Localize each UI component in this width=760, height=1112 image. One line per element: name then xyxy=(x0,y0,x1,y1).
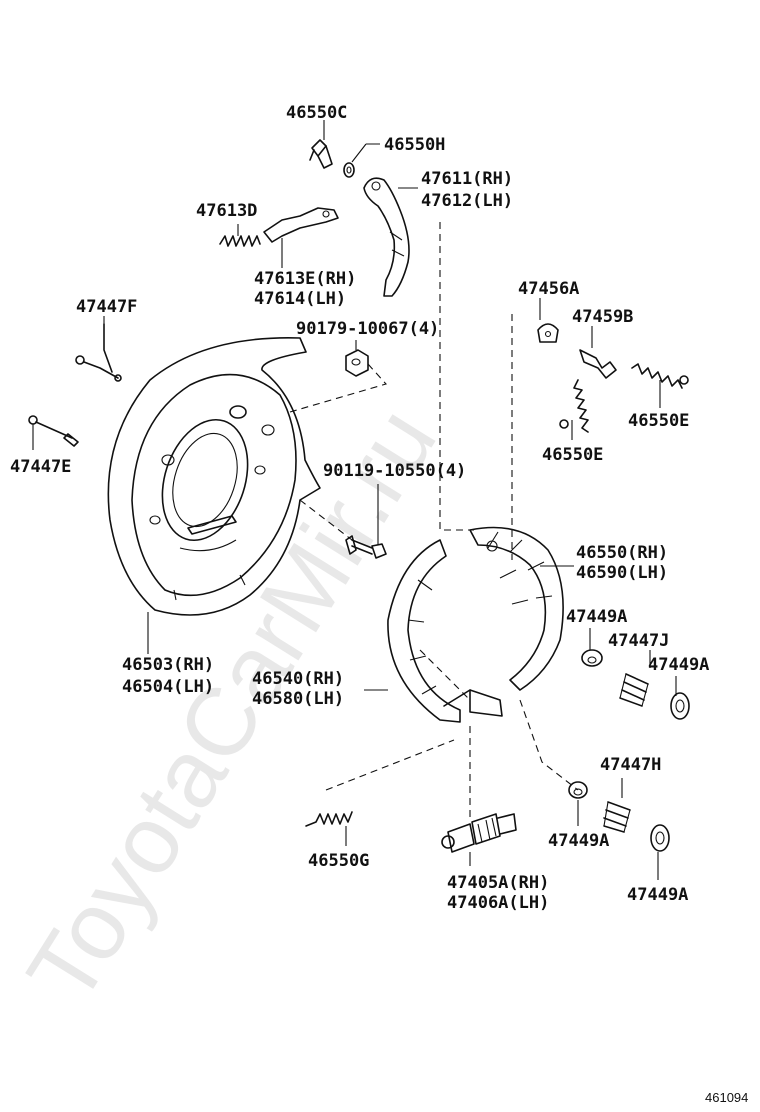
assembly-dashed-lines xyxy=(289,222,579,822)
label-47456a: 47456A xyxy=(518,279,579,299)
label-46550h: 46550H xyxy=(384,135,445,155)
spring-47613d xyxy=(219,235,261,247)
label-46504: 46504(LH) xyxy=(122,677,214,697)
label-46550e-lower: 46550E xyxy=(542,445,603,465)
label-47614: 47614(LH) xyxy=(254,289,346,309)
label-47405a: 47405A(RH) xyxy=(447,873,549,893)
label-47449a-2: 47449A xyxy=(648,655,709,675)
label-47449a-1: 47449A xyxy=(566,607,627,627)
washer-47449a-2 xyxy=(670,692,690,720)
brake-shoe-upper xyxy=(469,526,564,691)
label-47447f: 47447F xyxy=(76,297,137,317)
nut-90179 xyxy=(345,349,369,377)
spring-47447h xyxy=(603,801,631,833)
adjuster-47405a xyxy=(441,813,517,853)
figure-number: 461094 xyxy=(705,1090,748,1105)
clip-47456a xyxy=(537,323,559,343)
label-46550g: 46550G xyxy=(308,851,369,871)
clip-46550c xyxy=(309,139,333,169)
washer-47449a-4 xyxy=(650,824,670,852)
washer-46550h xyxy=(343,162,355,178)
backing-plate-46503 xyxy=(107,337,321,616)
label-47449a-4: 47449A xyxy=(627,885,688,905)
label-47447h: 47447H xyxy=(600,755,661,775)
label-46550c: 46550C xyxy=(286,103,347,123)
label-47612: 47612(LH) xyxy=(421,191,513,211)
label-47447j: 47447J xyxy=(608,631,669,651)
pin-47447e xyxy=(28,415,79,447)
label-47613e: 47613E(RH) xyxy=(254,269,356,289)
label-46540: 46540(RH) xyxy=(252,669,344,689)
label-46550e-upper: 46550E xyxy=(628,411,689,431)
spring-46550e-lower xyxy=(559,379,589,433)
cup-47449a-3 xyxy=(568,781,588,799)
label-46550: 46550(RH) xyxy=(576,543,668,563)
label-90179: 90179-10067(4) xyxy=(296,319,439,339)
label-47613d: 47613D xyxy=(196,201,257,221)
cup-47449a-1 xyxy=(581,649,603,667)
label-47406a: 47406A(LH) xyxy=(447,893,549,913)
strut-47613e xyxy=(263,207,339,243)
brake-shoe-lower xyxy=(387,539,503,723)
label-46590: 46590(LH) xyxy=(576,563,668,583)
label-90119: 90119-10550(4) xyxy=(323,461,466,481)
parking-brake-lever xyxy=(363,177,410,297)
label-47447e: 47447E xyxy=(10,457,71,477)
watermark: ToyotaCarMir.ru xyxy=(7,390,457,1021)
part-labels: 46550C 46550H 47611(RH) 47612(LH) 47613D… xyxy=(10,103,709,913)
link-47447f xyxy=(75,323,122,382)
label-47611: 47611(RH) xyxy=(421,169,513,189)
spring-46550e-upper xyxy=(631,363,689,389)
spring-47447j xyxy=(619,673,649,707)
label-46503: 46503(RH) xyxy=(122,655,214,675)
label-47449a-3: 47449A xyxy=(548,831,609,851)
label-46580: 46580(LH) xyxy=(252,689,344,709)
label-47459b: 47459B xyxy=(572,307,633,327)
bolt-90119 xyxy=(345,535,387,559)
leader-lines xyxy=(32,120,677,880)
spring-46550g xyxy=(305,811,353,827)
pin-47459b xyxy=(579,349,617,379)
